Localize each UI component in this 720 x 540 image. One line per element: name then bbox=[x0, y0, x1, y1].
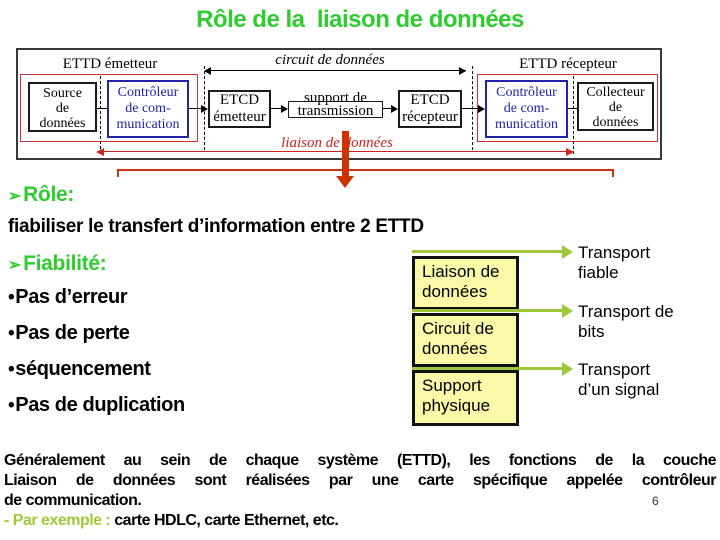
bullet-item-label: Pas de duplication bbox=[15, 394, 185, 416]
page-title: Rôle de la liaison de données bbox=[196, 6, 524, 33]
source-box: Source de données bbox=[28, 82, 97, 132]
bullet-item-label: Pas d’erreur bbox=[15, 286, 128, 308]
controller-right-box: Contrôleur de com- munication bbox=[485, 80, 568, 138]
transport-signal-label: Transport d’un signal bbox=[578, 360, 660, 399]
link-etcd2-controller2 bbox=[462, 108, 480, 109]
bullet-item: •séquencement bbox=[8, 358, 151, 381]
circuit-arrowhead-right bbox=[459, 67, 466, 75]
footer-paragraph-line: de communication. bbox=[4, 492, 142, 509]
link-controller2-collecteur bbox=[568, 108, 577, 109]
role-heading-label: Rôle: bbox=[23, 183, 75, 206]
liaison-down-arrow-head bbox=[336, 176, 354, 188]
layer-box-support: Support physique bbox=[412, 370, 519, 426]
liaison-arrowhead-left bbox=[96, 148, 104, 156]
dashed-line-left-inner bbox=[100, 76, 101, 154]
role-statement: fiabiliser le transfert d’information en… bbox=[8, 216, 424, 237]
arrowhead-to-etcd-emetteur bbox=[201, 105, 208, 113]
circuit-span-line bbox=[208, 70, 466, 71]
arrowhead-to-controller-right bbox=[478, 105, 485, 113]
liaison-donnees-label: liaison de données bbox=[281, 135, 393, 151]
bullet-item: •Pas d’erreur bbox=[8, 286, 128, 309]
bullet-item: •Pas de duplication bbox=[8, 394, 185, 417]
liaison-arrowhead-right bbox=[566, 148, 574, 156]
example-label: - Par exemple : bbox=[4, 512, 115, 529]
link-source-controller bbox=[96, 108, 108, 109]
etcd-emetteur-box: ETCD émetteur bbox=[208, 90, 271, 128]
dot-bullet-icon: • bbox=[8, 323, 15, 344]
footer-paragraph-line: Liaison de données sont réalisées par un… bbox=[4, 472, 717, 489]
link-etcd-support bbox=[270, 108, 283, 109]
controller-left-box: Contrôleur de com- munication bbox=[107, 80, 189, 138]
example-text: carte HDLC, carte Ethernet, etc. bbox=[114, 512, 339, 529]
ettd-recepteur-label: ETTD récepteur bbox=[519, 56, 617, 72]
support-transmission-rect bbox=[288, 101, 383, 118]
liaison-down-arrow-shaft bbox=[342, 131, 349, 176]
layer-box-circuit: Circuit de données bbox=[412, 313, 519, 367]
pointer-bullet-icon: ➢ bbox=[8, 257, 22, 274]
green-arrow-line bbox=[412, 367, 564, 370]
green-arrow-line bbox=[412, 309, 564, 312]
green-arrow-line bbox=[412, 250, 564, 253]
link-support-etcd2 bbox=[383, 108, 394, 109]
transport-bits-label: Transport de bits bbox=[578, 302, 674, 341]
collecteur-box: Collecteur de données bbox=[577, 82, 654, 131]
green-arrow-head-icon bbox=[562, 245, 573, 259]
liaison-bracket bbox=[117, 169, 614, 177]
liaison-span-line bbox=[100, 151, 574, 152]
role-heading: ➢Rôle: bbox=[8, 183, 74, 207]
circuit-arrowhead-left bbox=[204, 67, 211, 75]
pointer-bullet-icon: ➢ bbox=[8, 188, 22, 205]
arrowhead-to-etcd-recepteur bbox=[391, 105, 398, 113]
dot-bullet-icon: • bbox=[8, 395, 15, 416]
arrowhead-to-support bbox=[281, 105, 288, 113]
page-number: 6 bbox=[652, 494, 659, 508]
fiabilite-heading: ➢Fiabilité: bbox=[8, 252, 107, 276]
circuit-donnees-label: circuit de données bbox=[275, 52, 385, 68]
etcd-recepteur-box: ETCD récepteur bbox=[398, 90, 462, 128]
green-arrow-head-icon bbox=[562, 304, 573, 318]
footer-example-line: - Par exemple : carte HDLC, carte Ethern… bbox=[4, 512, 716, 530]
fiabilite-heading-label: Fiabilité: bbox=[23, 252, 107, 275]
bullet-item-label: Pas de perte bbox=[15, 322, 130, 344]
dashed-line-right-inner bbox=[573, 76, 574, 154]
link-controller-etcd bbox=[189, 108, 204, 109]
dot-bullet-icon: • bbox=[8, 287, 15, 308]
footer-paragraph-line: Généralement au sein de chaque système (… bbox=[4, 452, 717, 469]
transport-fiable-label: Transport fiable bbox=[578, 243, 651, 282]
bullet-item-label: séquencement bbox=[15, 358, 151, 380]
ettd-emetteur-label: ETTD émetteur bbox=[62, 56, 158, 72]
bullet-item: •Pas de perte bbox=[8, 322, 130, 345]
green-arrow-head-icon bbox=[562, 362, 573, 376]
support-transmission-label: support de transmission bbox=[297, 90, 374, 119]
dot-bullet-icon: • bbox=[8, 359, 15, 380]
layer-box-liaison: Liaison de données bbox=[412, 256, 519, 310]
